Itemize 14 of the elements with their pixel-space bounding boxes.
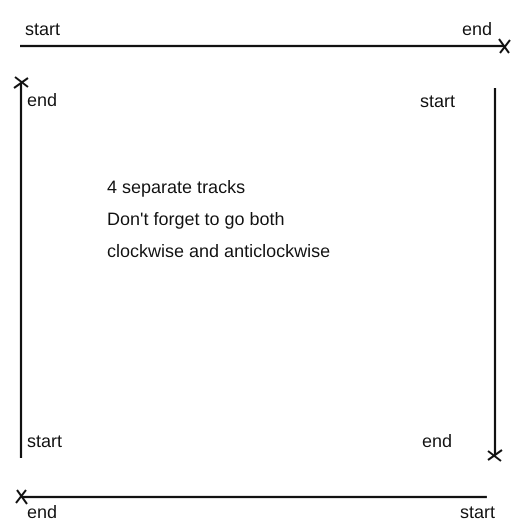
track-label: start	[460, 502, 496, 523]
track-label: end	[27, 90, 58, 111]
track-line	[15, 489, 487, 505]
track-line	[20, 38, 511, 54]
note-text: 4 separate tracks	[107, 176, 246, 199]
track-label: end	[27, 502, 58, 523]
track-line	[487, 88, 503, 462]
track-label: end	[462, 19, 492, 40]
track-line	[13, 76, 29, 458]
track-label: end	[422, 431, 452, 452]
note-text: Don't forget to go both clockwise and anticlockwise	[107, 208, 332, 263]
track-label: start	[27, 431, 62, 452]
track-label: start	[25, 19, 60, 40]
track-label: start	[420, 91, 456, 112]
